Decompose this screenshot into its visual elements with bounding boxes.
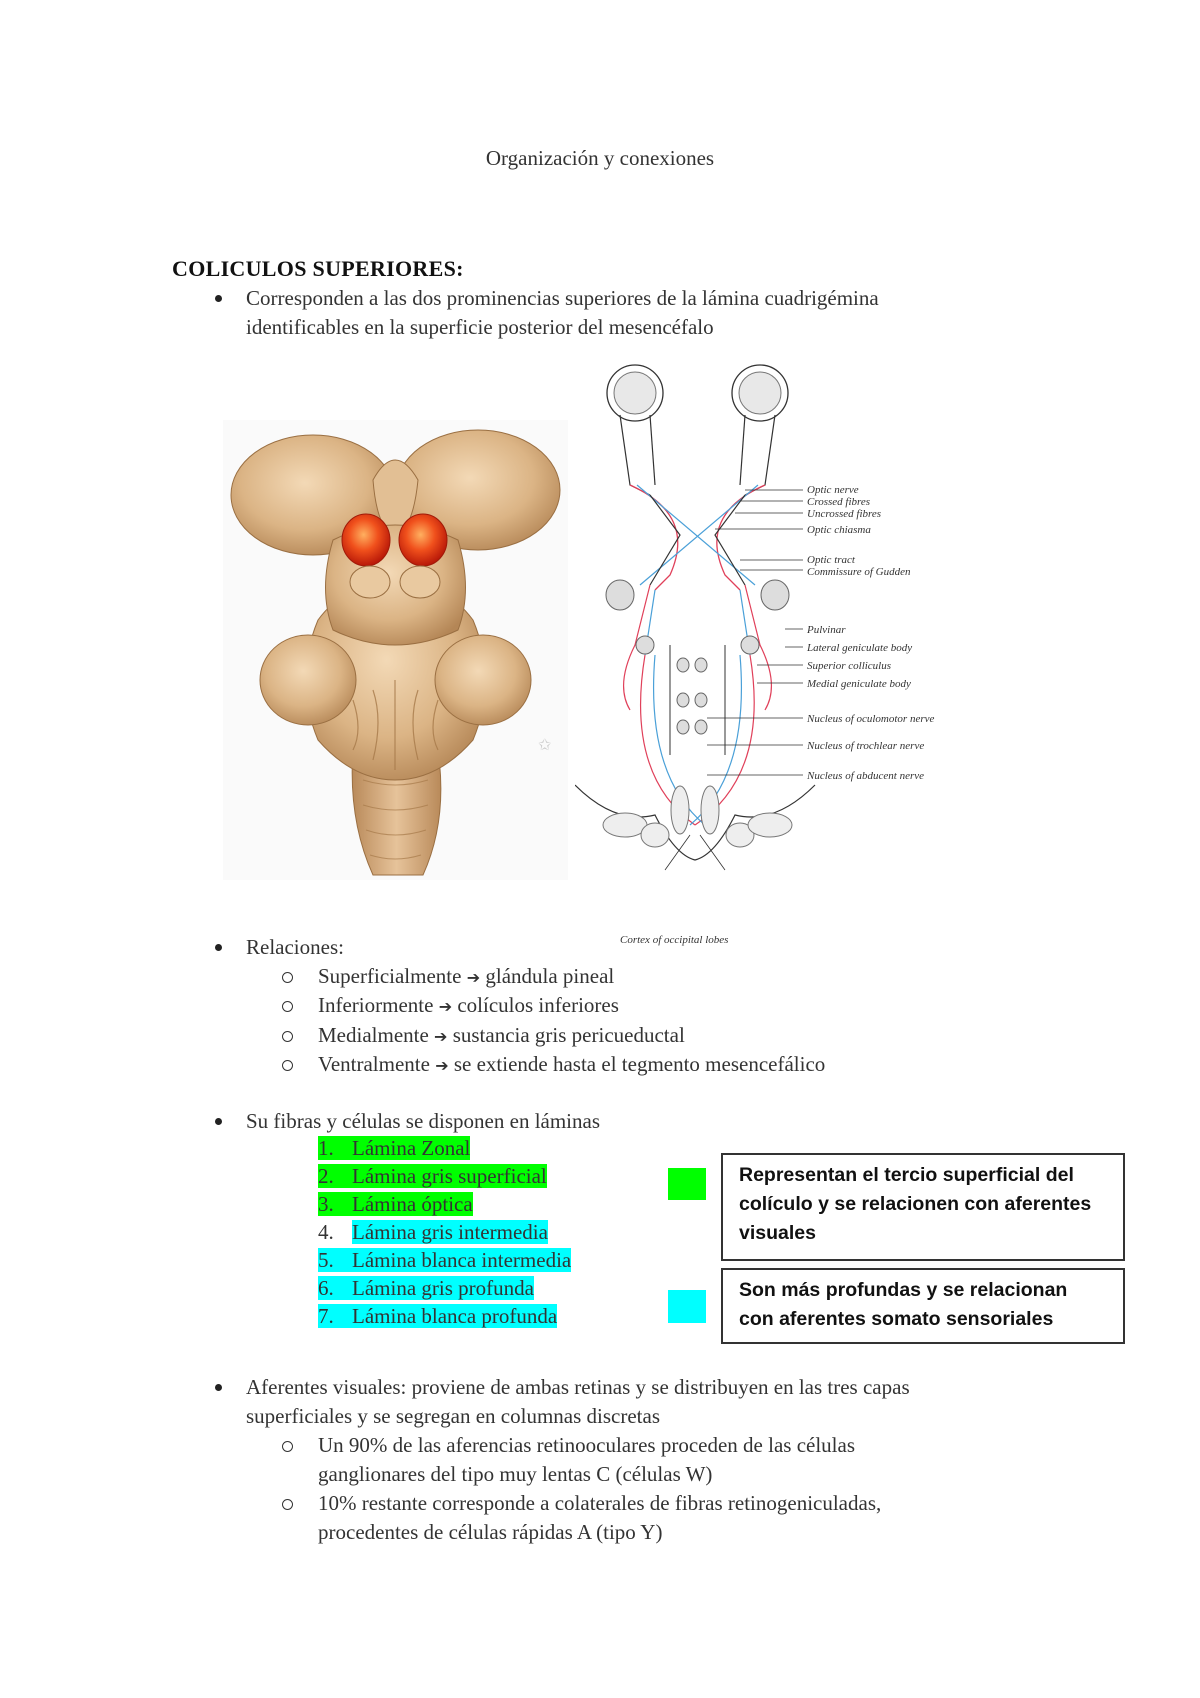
section-heading: COLICULOS SUPERIORES: [172, 256, 464, 281]
label-medial-geniculate: Medial geniculate body [806, 678, 911, 690]
bullet-text: Corresponden a las dos prominencias supe… [246, 286, 879, 310]
note-box-cyan: Son más profundas y se relacionan con af… [721, 1268, 1125, 1344]
relacion-item: Superficialmente ➔ glándula pineal [318, 964, 615, 988]
bullet-dot [215, 1384, 222, 1391]
green-swatch [668, 1168, 706, 1200]
label-occipital-cortex: Cortex of occipital lobes [620, 934, 728, 946]
cyan-swatch [668, 1290, 706, 1323]
aferentes-sub: procedentes de células rápidas A (tipo Y… [318, 1520, 663, 1544]
bullet-dot [215, 944, 222, 951]
arrow-right-icon: ➔ [435, 1056, 449, 1075]
aferentes-sub: ganglionares del tipo muy lentas C (célu… [318, 1462, 713, 1486]
aferentes-sub: 10% restante corresponde a colaterales d… [318, 1491, 882, 1515]
sub-bullet [282, 1441, 293, 1452]
label-superior-colliculus: Superior colliculus [807, 660, 891, 672]
relacion-item: Medialmente ➔ sustancia gris pericueduct… [318, 1023, 685, 1047]
brainstem-illustration: ✩ [223, 420, 568, 880]
bullet-dot [215, 295, 222, 302]
label-oculomotor-nucleus: Nucleus of oculomotor nerve [806, 713, 935, 725]
label-optic-chiasma: Optic chiasma [807, 524, 871, 536]
document-title: Organización y conexiones [485, 146, 715, 170]
arrow-right-icon: ➔ [434, 1027, 448, 1046]
sub-bullet [282, 1001, 293, 1012]
lamina-item: 5.Lámina blanca intermedia [318, 1248, 572, 1272]
lamina-item: 2.Lámina gris superficial [318, 1164, 547, 1188]
aferentes-sub: Un 90% de las aferencias retinooculares … [318, 1433, 856, 1457]
label-optic-nerve: Optic nerve [807, 484, 859, 496]
lamina-item: 1.Lámina Zonal [318, 1136, 471, 1160]
label-uncrossed-fibres: Uncrossed fibres [807, 508, 881, 520]
aferentes-text: Aferentes visuales: proviene de ambas re… [246, 1375, 910, 1399]
arrow-right-icon: ➔ [466, 968, 481, 987]
lamina-item: 6.Lámina gris profunda [318, 1276, 534, 1300]
sub-bullet [282, 1060, 293, 1071]
lamina-item: 3.Lámina óptica [318, 1192, 473, 1216]
lamina-item: 4.Lámina gris intermedia [318, 1220, 548, 1244]
label-pulvinar: Pulvinar [806, 624, 846, 636]
sub-bullet [282, 1031, 293, 1042]
sub-bullet [282, 1499, 293, 1510]
arrow-right-icon: ➔ [438, 997, 453, 1016]
label-crossed-fibres: Crossed fibres [807, 496, 870, 508]
relaciones-label: Relaciones: [246, 935, 344, 959]
lamina-item: 7.Lámina blanca profunda [318, 1304, 558, 1328]
bullet-text: identificables en la superficie posterio… [246, 315, 714, 339]
label-lateral-geniculate: Lateral geniculate body [806, 642, 912, 654]
watermark-icon: ✩ [538, 737, 552, 754]
label-abducent-nucleus: Nucleus of abducent nerve [806, 770, 924, 782]
label-commissure-gudden: Commissure of Gudden [807, 566, 911, 578]
note-box-green: Representan el tercio superficial del co… [721, 1153, 1125, 1261]
relacion-item: Inferiormente ➔ colículos inferiores [318, 993, 619, 1017]
bullet-dot [215, 1118, 222, 1125]
relacion-item: Ventralmente ➔ se extiende hasta el tegm… [318, 1052, 826, 1076]
aferentes-text: superficiales y se segregan en columnas … [246, 1404, 661, 1428]
visual-pathway-diagram: Optic nerve Crossed fibres Uncrossed fib… [575, 364, 935, 946]
label-optic-tract: Optic tract [807, 554, 856, 566]
sub-bullet [282, 972, 293, 983]
laminas-label: Su fibras y células se disponen en lámin… [246, 1109, 601, 1133]
label-trochlear-nucleus: Nucleus of trochlear nerve [806, 740, 924, 752]
